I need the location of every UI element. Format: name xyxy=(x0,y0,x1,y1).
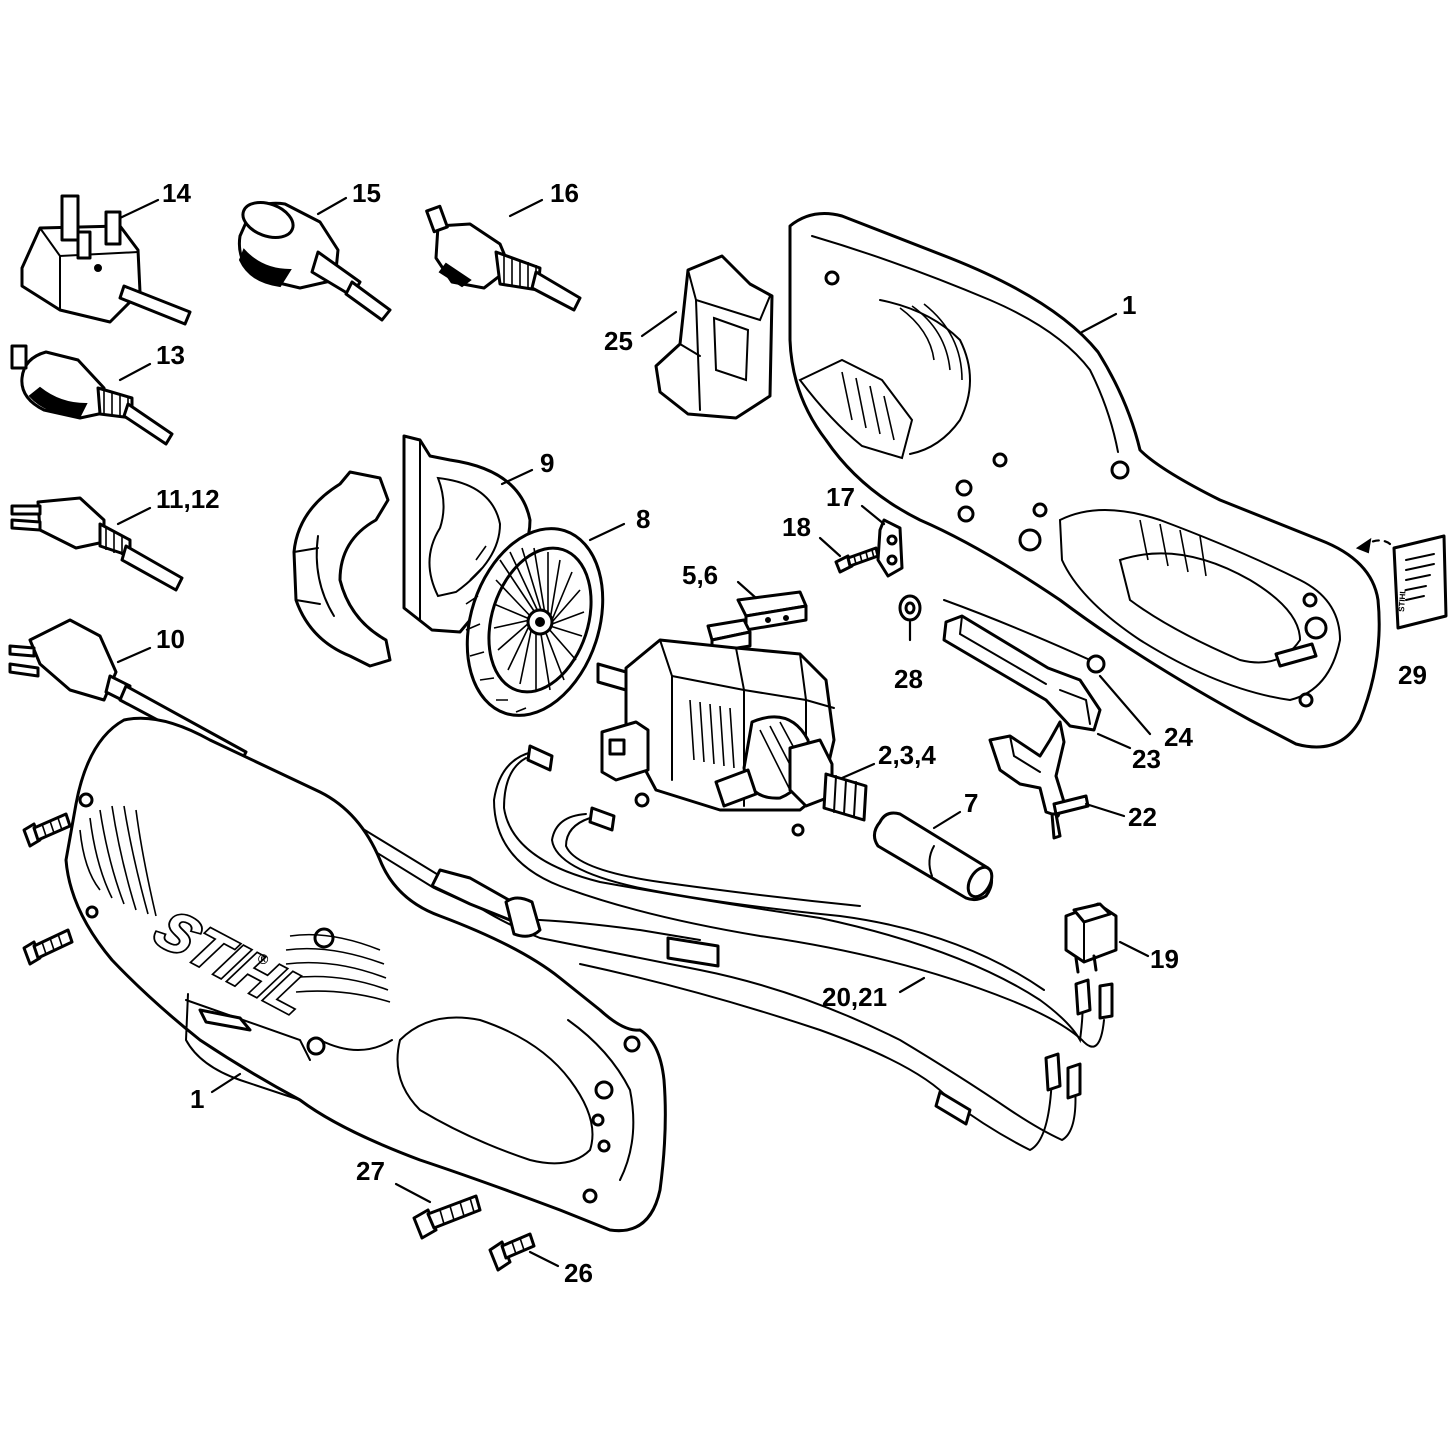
part-16-threaded-connector xyxy=(425,204,582,312)
callout-9: 9 xyxy=(540,448,554,478)
part-17-clamp xyxy=(876,518,904,578)
part-14-uk-plug xyxy=(20,194,192,326)
callout-10: 10 xyxy=(156,624,185,654)
part-18-screw xyxy=(834,546,880,574)
part-2-3-4-motor xyxy=(596,638,868,837)
part-26-screw xyxy=(488,1232,536,1272)
part-13-plug xyxy=(10,344,174,446)
part-15-round-connector xyxy=(237,201,392,322)
callout-2-3-4: 2,3,4 xyxy=(878,740,936,770)
callout-26: 26 xyxy=(564,1258,593,1288)
callout-1-lower: 1 xyxy=(190,1084,204,1114)
callout-11-12: 11,12 xyxy=(156,484,220,514)
screw-upper-left xyxy=(22,812,72,848)
part-5-6-brushes xyxy=(706,590,808,654)
part-27-screw xyxy=(412,1194,482,1240)
registered-mark: ® xyxy=(258,951,269,967)
callout-13: 13 xyxy=(156,340,185,370)
callout-18: 18 xyxy=(782,512,811,542)
callout-labels: 14 15 16 25 1 13 9 11,12 17 18 8 5,6 10 … xyxy=(156,178,1427,1288)
part-1-housing-right-half xyxy=(788,212,1381,749)
callout-16: 16 xyxy=(550,178,579,208)
wire-harness xyxy=(255,744,1105,1152)
part-7-sleeve xyxy=(873,811,994,902)
callout-19: 19 xyxy=(1150,944,1179,974)
screw-lower-left xyxy=(22,928,74,966)
label-29-text: STIHL xyxy=(1397,588,1408,612)
callout-15: 15 xyxy=(352,178,381,208)
callout-23: 23 xyxy=(1132,744,1161,774)
callout-20-21: 20,21 xyxy=(822,982,887,1012)
callout-5-6: 5,6 xyxy=(682,560,718,590)
callout-28: 28 xyxy=(894,664,923,694)
part-24-spring xyxy=(943,599,1106,674)
part-22-switch-lever xyxy=(988,720,1090,840)
callout-29: 29 xyxy=(1398,660,1427,690)
callout-17: 17 xyxy=(826,482,855,512)
part-1-housing-left-half: STIHL ® xyxy=(64,716,667,1233)
callout-7: 7 xyxy=(964,788,978,818)
callout-8: 8 xyxy=(636,504,650,534)
callout-24: 24 xyxy=(1164,722,1193,752)
part-23-lever xyxy=(942,614,1102,732)
part-28-washer xyxy=(898,594,922,622)
part-11-12-plug xyxy=(10,496,184,592)
callout-22: 22 xyxy=(1128,802,1157,832)
callout-27: 27 xyxy=(356,1156,385,1186)
part-29-label: STIHL xyxy=(1355,534,1448,630)
callout-14: 14 xyxy=(162,178,191,208)
part-19-switch xyxy=(1044,902,1118,1100)
part-25-bracket xyxy=(654,254,774,420)
part-8-fan xyxy=(465,527,605,717)
leader-lines xyxy=(116,196,1152,1268)
callout-25: 25 xyxy=(604,326,633,356)
callout-1-upper: 1 xyxy=(1122,290,1136,320)
